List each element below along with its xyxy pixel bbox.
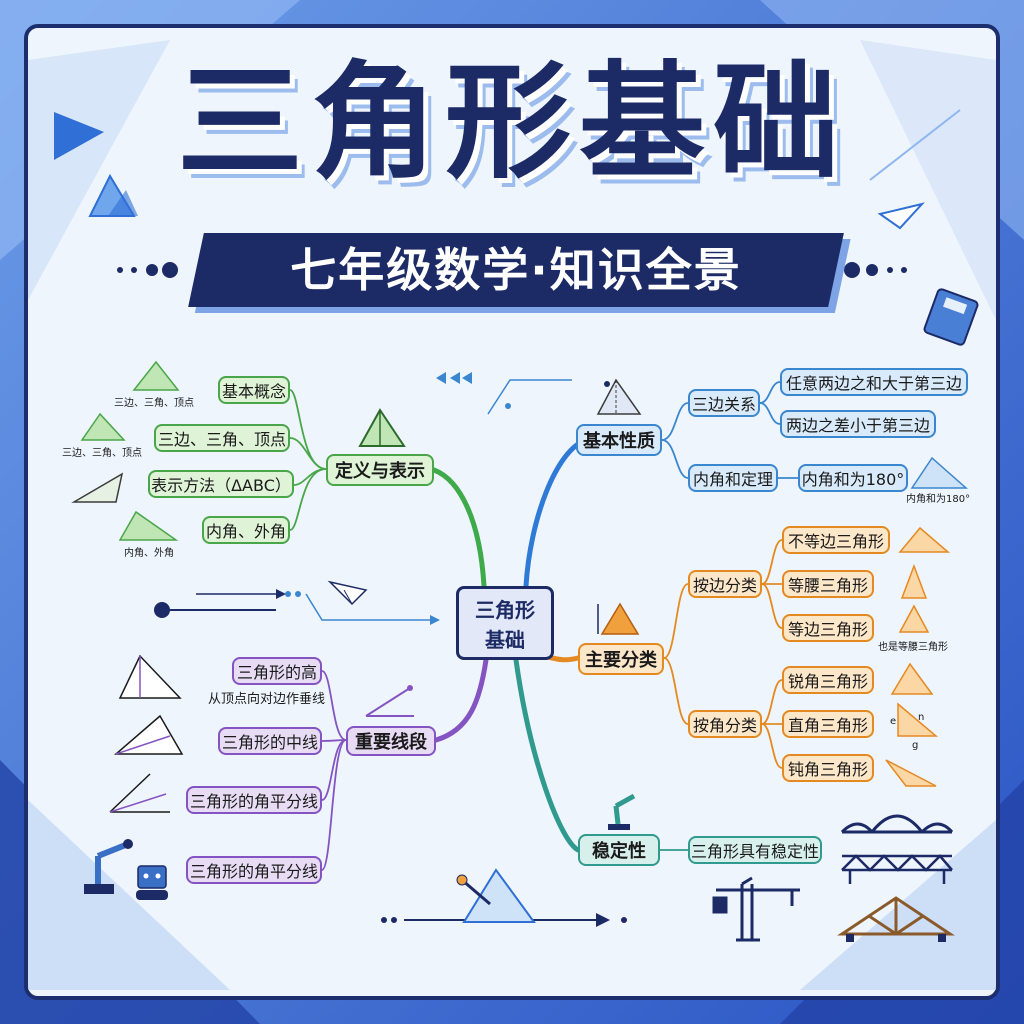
truss-bridge-icon [841,854,953,884]
center-line1: 三角形 [475,598,535,622]
robot-icon [136,865,168,900]
right-label-g: g [912,740,918,751]
pyramid-icon [358,408,406,447]
acute-icon [890,662,934,695]
definition-item-notation[interactable]: 表示方法（ΔABC） [148,470,294,498]
caption-angles: 内角、外角 [124,548,174,559]
right-icon [897,702,939,737]
poster-card [24,24,1000,1000]
right-label-e: e [890,716,896,727]
property-side-sum[interactable]: 任意两边之和大于第三边 [780,368,968,396]
isosceles-icon [900,563,928,599]
class-by-angle[interactable]: 按角分类 [688,710,762,738]
robot-arm-icon [84,839,133,894]
class-scalene[interactable]: 不等边三角形 [782,526,890,554]
triangle-angle-sum-icon [910,456,968,489]
segment-median[interactable]: 三角形的中线 [218,727,322,755]
page-title: 三角形基础 [177,49,847,196]
triangle-angles-icon [118,510,179,541]
triangle-center-icon [597,602,640,635]
paper-plane-right-icon [877,202,925,230]
scalene-icon [898,526,951,553]
desk-lamp-icon [456,868,536,923]
branch-definition[interactable]: 定义与表示 [326,454,434,486]
height-note: 从顶点向对边作垂线 [208,692,326,707]
property-angle-theorem[interactable]: 内角和定理 [688,464,778,492]
triangle-basic-icon [132,360,180,391]
bisector-diagram-icon [109,773,170,813]
segment-bisector-2[interactable]: 三角形的角平分线 [186,856,322,884]
equilateral-icon [898,604,930,633]
property-side-relation[interactable]: 三边关系 [688,389,760,417]
caption-parts: 三边、三角、顶点 [62,448,142,459]
median-diagram-icon [113,714,184,755]
class-acute[interactable]: 锐角三角形 [782,666,874,694]
subtitle-text: 七年级数学·知识全景 [290,243,742,297]
property-side-diff[interactable]: 两边之差小于第三边 [780,410,936,438]
segment-height[interactable]: 三角形的高 [232,657,322,685]
caption-basic: 三边、三角、顶点 [114,398,194,409]
class-isosceles[interactable]: 等腰三角形 [782,570,874,598]
class-obtuse[interactable]: 钝角三角形 [782,754,874,782]
center-line2: 基础 [485,628,525,652]
branch-properties[interactable]: 基本性质 [576,424,662,456]
crane-icon [712,876,800,942]
bridge-icon [840,814,954,834]
paper-plane-icon [327,580,368,606]
obtuse-icon [885,759,937,787]
definition-item-angles[interactable]: 内角、外角 [202,516,290,544]
definition-item-parts[interactable]: 三边、三角、顶点 [154,424,290,452]
branch-segments[interactable]: 重要线段 [346,726,436,756]
calculator-icon [923,288,979,346]
right-label-n: n [918,712,924,723]
class-by-side[interactable]: 按边分类 [688,570,762,598]
triangle-parts-icon [80,412,126,441]
property-angle-value[interactable]: 内角和为180° [798,464,908,492]
height-diagram-icon [118,654,182,699]
center-node[interactable]: 三角形 基础 [456,586,554,660]
branch-stability[interactable]: 稳定性 [578,834,660,866]
class-equilateral[interactable]: 等边三角形 [782,614,874,642]
triangle-notation-icon [71,472,124,503]
caption-equilateral: 也是等腰三角形 [878,642,948,653]
segment-bisector[interactable]: 三角形的角平分线 [186,786,322,814]
class-right[interactable]: 直角三角形 [782,710,874,738]
caption-angle-sum: 内角和为180° [906,494,971,505]
branch-classification[interactable]: 主要分类 [578,643,664,675]
roof-truss-icon [837,896,955,942]
prism-icon [596,378,642,415]
stability-arm-icon [608,793,636,830]
stability-item[interactable]: 三角形具有稳定性 [688,836,822,864]
definition-item-basic[interactable]: 基本概念 [218,376,290,404]
